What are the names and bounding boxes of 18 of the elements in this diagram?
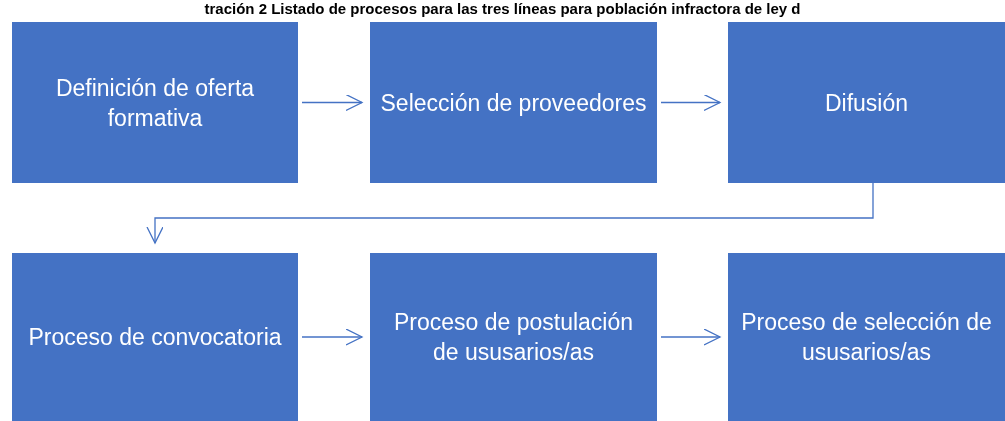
process-label: Difusión <box>824 88 909 118</box>
arrow <box>301 328 363 346</box>
process-box <box>12 253 298 421</box>
process-box <box>728 253 1005 421</box>
arrow <box>660 328 721 346</box>
diagram-title: tración 2 Listado de procesos para las tres líneas para población infractora de ley d <box>203 0 802 18</box>
process-label: Proceso de postulación de ususarios/as <box>392 308 635 367</box>
process-box <box>728 22 1005 183</box>
process-label: Proceso de selección de ususarios/as <box>740 308 993 367</box>
arrow <box>660 93 721 112</box>
process-label: Proceso de convocatoria <box>28 323 282 352</box>
process-label: Selección de proveedores <box>380 88 647 118</box>
arrow <box>146 182 874 244</box>
process-box <box>12 22 298 183</box>
process-label: Definición de oferta formativa <box>54 73 256 133</box>
arrow <box>301 93 363 112</box>
process-box <box>370 22 657 183</box>
process-box <box>370 253 657 421</box>
